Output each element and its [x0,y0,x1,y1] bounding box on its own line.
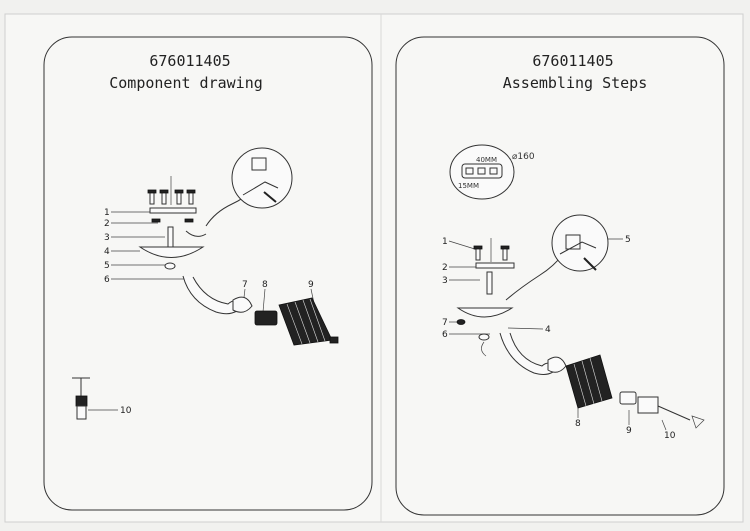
screw-set [147,176,196,205]
callout-3: 3 [442,276,448,286]
left-panel-frame [43,36,373,511]
dimension-height: 40MM [476,156,497,164]
bulb-part [72,377,90,420]
socket [619,391,637,405]
callout-1: 1 [442,237,448,247]
callout-8: 8 [262,280,268,290]
nut [456,319,466,325]
callout-8: 8 [575,419,581,429]
right-panel: 676011405 Assembling Steps 40MM 15MM ⌀16… [395,36,725,516]
left-panel-title: Component drawing [109,74,263,92]
callout-6: 6 [104,275,110,285]
right-panel-frame [395,36,725,516]
threaded-rod [486,271,493,295]
leader-4 [507,327,544,330]
callout-10: 10 [120,406,132,416]
screw-set [473,238,510,262]
mounting-bar [149,207,197,214]
right-panel-title: Assembling Steps [503,74,648,92]
bulb [637,396,659,414]
lampshade [278,297,339,346]
canopy [138,246,205,258]
callout-3: 3 [104,233,110,243]
callout-1: 1 [104,208,110,218]
leader-1 [448,240,479,251]
junction-box-detail [231,147,293,209]
callout-7: 7 [242,280,248,290]
callout-4: 4 [104,247,110,257]
callout-4: 4 [545,325,551,335]
callout-6: 6 [442,330,448,340]
rotation-arrow [481,341,487,357]
canopy-nut [164,262,176,270]
bulb-rod [657,405,691,421]
callout-9: 9 [308,280,314,290]
callout-10: 10 [664,431,676,441]
mounting-plate-dimensions: 40MM 15MM ⌀160 [449,144,535,200]
rotation-arrow [691,415,705,429]
lamp-holder [232,296,253,313]
callout-2: 2 [104,219,110,229]
wire [185,230,207,237]
junction-box-detail [551,214,609,272]
nut [184,218,194,223]
canopy-nut [478,333,490,341]
callout-7: 7 [442,318,448,328]
lampshade [565,354,613,409]
dimension-width: 15MM [458,182,479,190]
callout-5: 5 [625,235,631,245]
sheet-background [4,13,744,523]
callout-2: 2 [442,263,448,273]
dimension-diameter: ⌀160 [512,152,535,162]
leader-8 [262,288,266,313]
left-panel: 676011405 Component drawing 1 2 3 4 5 6 … [43,36,373,511]
nut [151,218,161,223]
right-model-number: 676011405 [532,52,613,70]
canopy [456,307,514,318]
callout-9: 9 [626,426,632,436]
mounting-bar [475,262,515,269]
left-model-number: 676011405 [149,52,230,70]
leader-10 [661,419,667,431]
socket [254,310,278,326]
callout-5: 5 [104,261,110,271]
